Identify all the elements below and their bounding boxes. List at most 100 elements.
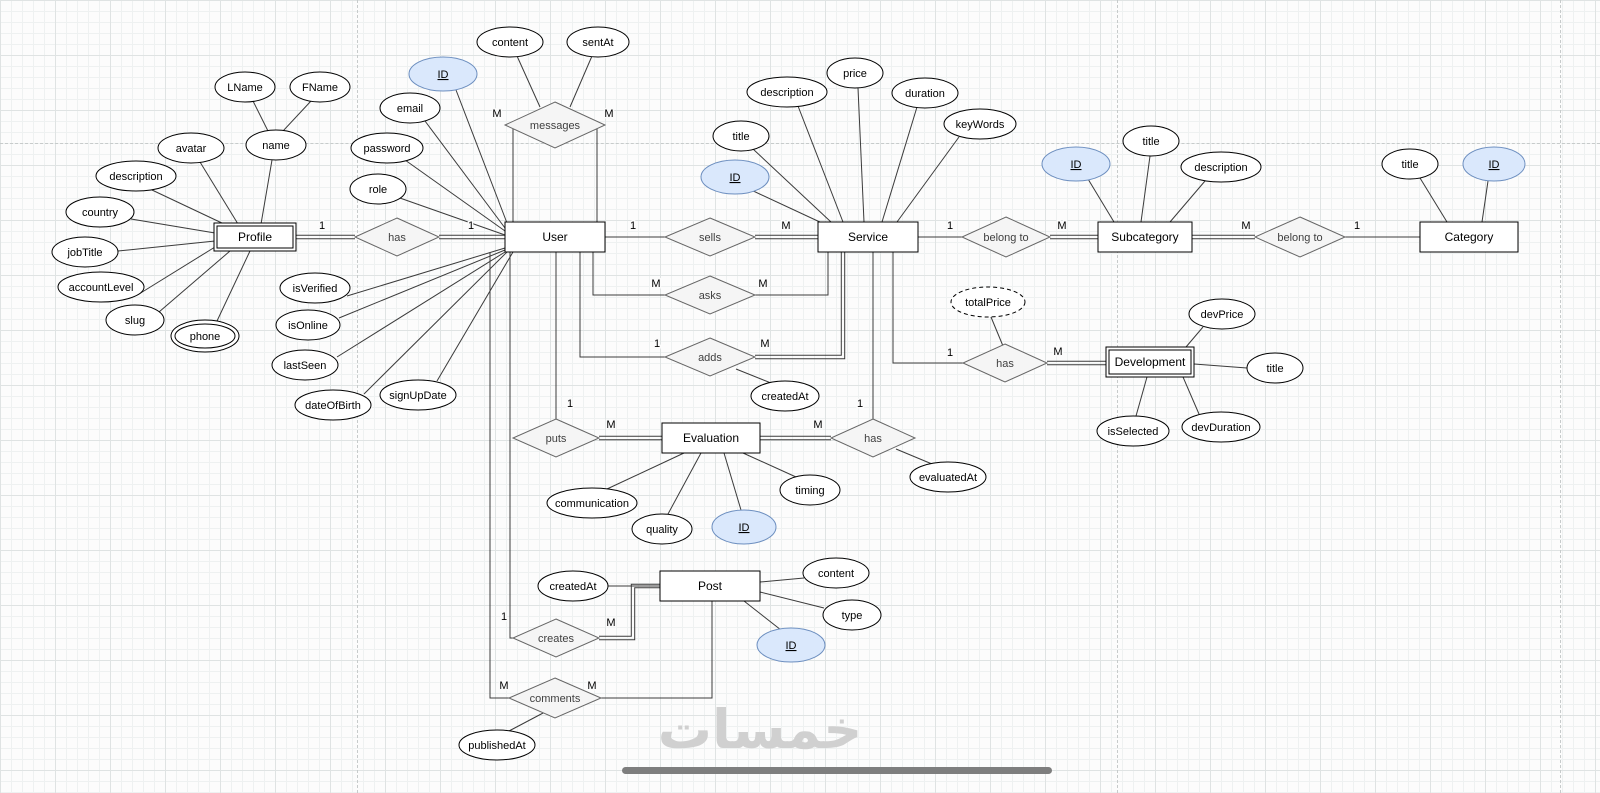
entity-subcategory[interactable]: Subcategory <box>1097 221 1193 253</box>
attribute-lname[interactable]: LName <box>214 71 276 103</box>
relationship-has-profile-user[interactable]: has <box>353 217 441 257</box>
attribute-id-user[interactable]: ID <box>408 56 478 92</box>
attribute-label: avatar <box>176 143 207 155</box>
attribute-role[interactable]: role <box>349 173 407 205</box>
edge-profile-has[interactable] <box>296 234 355 240</box>
edge-service-has2[interactable] <box>892 252 963 364</box>
attribute-label: name <box>262 140 290 152</box>
attribute-accountlevel[interactable]: accountLevel <box>57 271 145 303</box>
attribute-duration[interactable]: duration <box>891 77 959 109</box>
attribute-description-subcategory[interactable]: description <box>1180 151 1262 183</box>
entity-post[interactable]: Post <box>659 570 761 602</box>
attribute-isselected[interactable]: isSelected <box>1096 415 1170 447</box>
entity-evaluation[interactable]: Evaluation <box>661 422 761 454</box>
relationship-messages[interactable]: messages <box>503 101 607 149</box>
edge-sells-service[interactable] <box>755 234 818 240</box>
page-divider-horizontal-1 <box>0 143 1600 144</box>
attribute-title-development[interactable]: title <box>1246 352 1304 384</box>
edge-creates-post[interactable] <box>599 583 660 641</box>
edge-user-comments[interactable] <box>489 252 509 699</box>
attribute-sentat[interactable]: sentAt <box>566 26 630 58</box>
attribute-id-subcategory[interactable]: ID <box>1041 146 1111 182</box>
attribute-slug[interactable]: slug <box>105 304 165 336</box>
attribute-quality[interactable]: quality <box>631 513 693 545</box>
attribute-content-post[interactable]: content <box>802 557 870 589</box>
attribute-title-subcategory[interactable]: title <box>1122 125 1180 157</box>
entity-development[interactable]: Development <box>1105 346 1195 378</box>
attribute-id-service[interactable]: ID <box>700 159 770 195</box>
attribute-signupdate[interactable]: signUpDate <box>379 379 457 411</box>
edge-user-creates[interactable] <box>509 252 513 639</box>
entity-profile[interactable]: Profile <box>213 222 297 252</box>
edge-comments-post[interactable] <box>601 601 713 699</box>
attribute-phone[interactable]: phone <box>170 319 240 353</box>
attribute-type[interactable]: type <box>822 599 882 631</box>
attribute-keywords[interactable]: keyWords <box>943 108 1017 140</box>
relationship-sells[interactable]: sells <box>663 217 757 257</box>
attribute-communication[interactable]: communication <box>546 487 638 519</box>
attribute-devprice[interactable]: devPrice <box>1188 298 1256 330</box>
attribute-country[interactable]: country <box>65 196 135 228</box>
attribute-fname[interactable]: FName <box>289 71 351 103</box>
relationship-creates[interactable]: creates <box>511 618 601 658</box>
attribute-label: sentAt <box>582 37 613 49</box>
attribute-dateofbirth[interactable]: dateOfBirth <box>294 389 372 421</box>
attribute-title-service[interactable]: title <box>712 120 770 152</box>
edge-puts-evaluation[interactable] <box>599 435 662 441</box>
attribute-title-category[interactable]: title <box>1381 148 1439 180</box>
edge-user-asks[interactable] <box>592 252 665 296</box>
attribute-id-evaluation[interactable]: ID <box>711 509 777 545</box>
attribute-password[interactable]: password <box>350 132 424 164</box>
edge-asks-service[interactable] <box>755 252 829 296</box>
attribute-id-post[interactable]: ID <box>756 627 826 663</box>
attribute-price[interactable]: price <box>826 57 884 89</box>
entity-user[interactable]: User <box>504 221 606 253</box>
relationship-comments[interactable]: comments <box>507 677 603 719</box>
connector-password-user <box>404 159 506 232</box>
attribute-label: jobTitle <box>66 247 102 259</box>
edge-adds-service[interactable] <box>755 252 846 360</box>
attribute-label: type <box>842 610 863 622</box>
attribute-evaluatedat[interactable]: evaluatedAt <box>909 461 987 493</box>
attribute-timing[interactable]: timing <box>779 474 841 506</box>
attribute-label: createdAt <box>761 391 808 403</box>
attribute-description-service[interactable]: description <box>746 76 828 108</box>
relationship-has-evaluation-service[interactable]: has <box>829 418 917 458</box>
attribute-label: title <box>1142 136 1159 148</box>
attribute-avatar[interactable]: avatar <box>157 132 225 164</box>
attribute-createdat-post[interactable]: createdAt <box>537 570 609 602</box>
entity-service[interactable]: Service <box>817 221 919 253</box>
attribute-email[interactable]: email <box>379 92 441 124</box>
edge-belongto1-subcategory[interactable] <box>1050 234 1098 240</box>
attribute-devduration[interactable]: devDuration <box>1181 411 1261 443</box>
attribute-totalprice[interactable]: totalPrice <box>950 286 1026 318</box>
edge-subcategory-belongto2[interactable] <box>1192 234 1255 240</box>
edge-has2-development[interactable] <box>1047 360 1106 366</box>
horizontal-scrollbar-thumb[interactable] <box>622 767 1052 774</box>
attribute-createdat-adds[interactable]: createdAt <box>750 380 820 412</box>
relationship-has-service-development[interactable]: has <box>961 343 1049 383</box>
attribute-content-messages[interactable]: content <box>476 26 544 58</box>
relationship-puts[interactable]: puts <box>511 418 601 458</box>
edge-evaluation-has3[interactable] <box>760 435 831 441</box>
relationship-asks[interactable]: asks <box>663 275 757 315</box>
attribute-description-profile[interactable]: description <box>95 160 177 192</box>
attribute-name[interactable]: name <box>245 129 307 161</box>
attribute-label: createdAt <box>549 581 596 593</box>
entity-category[interactable]: Category <box>1419 221 1519 253</box>
relationship-belong-to-service-subcategory[interactable]: belong to <box>960 216 1052 258</box>
relationship-adds[interactable]: adds <box>663 337 757 377</box>
attribute-isonline[interactable]: isOnline <box>275 309 341 341</box>
edge-user-adds[interactable] <box>579 252 665 358</box>
attribute-publishedat[interactable]: publishedAt <box>458 729 536 761</box>
attribute-isverified[interactable]: isVerified <box>279 272 351 304</box>
edge-has-user[interactable] <box>439 234 505 240</box>
connector-content-post <box>759 577 805 583</box>
attribute-jobtitle[interactable]: jobTitle <box>51 236 119 268</box>
attribute-lastseen[interactable]: lastSeen <box>271 349 339 381</box>
attribute-id-category[interactable]: ID <box>1462 146 1526 182</box>
entity-label: Development <box>1115 355 1186 369</box>
relationship-belong-to-subcategory-category[interactable]: belong to <box>1253 216 1347 258</box>
